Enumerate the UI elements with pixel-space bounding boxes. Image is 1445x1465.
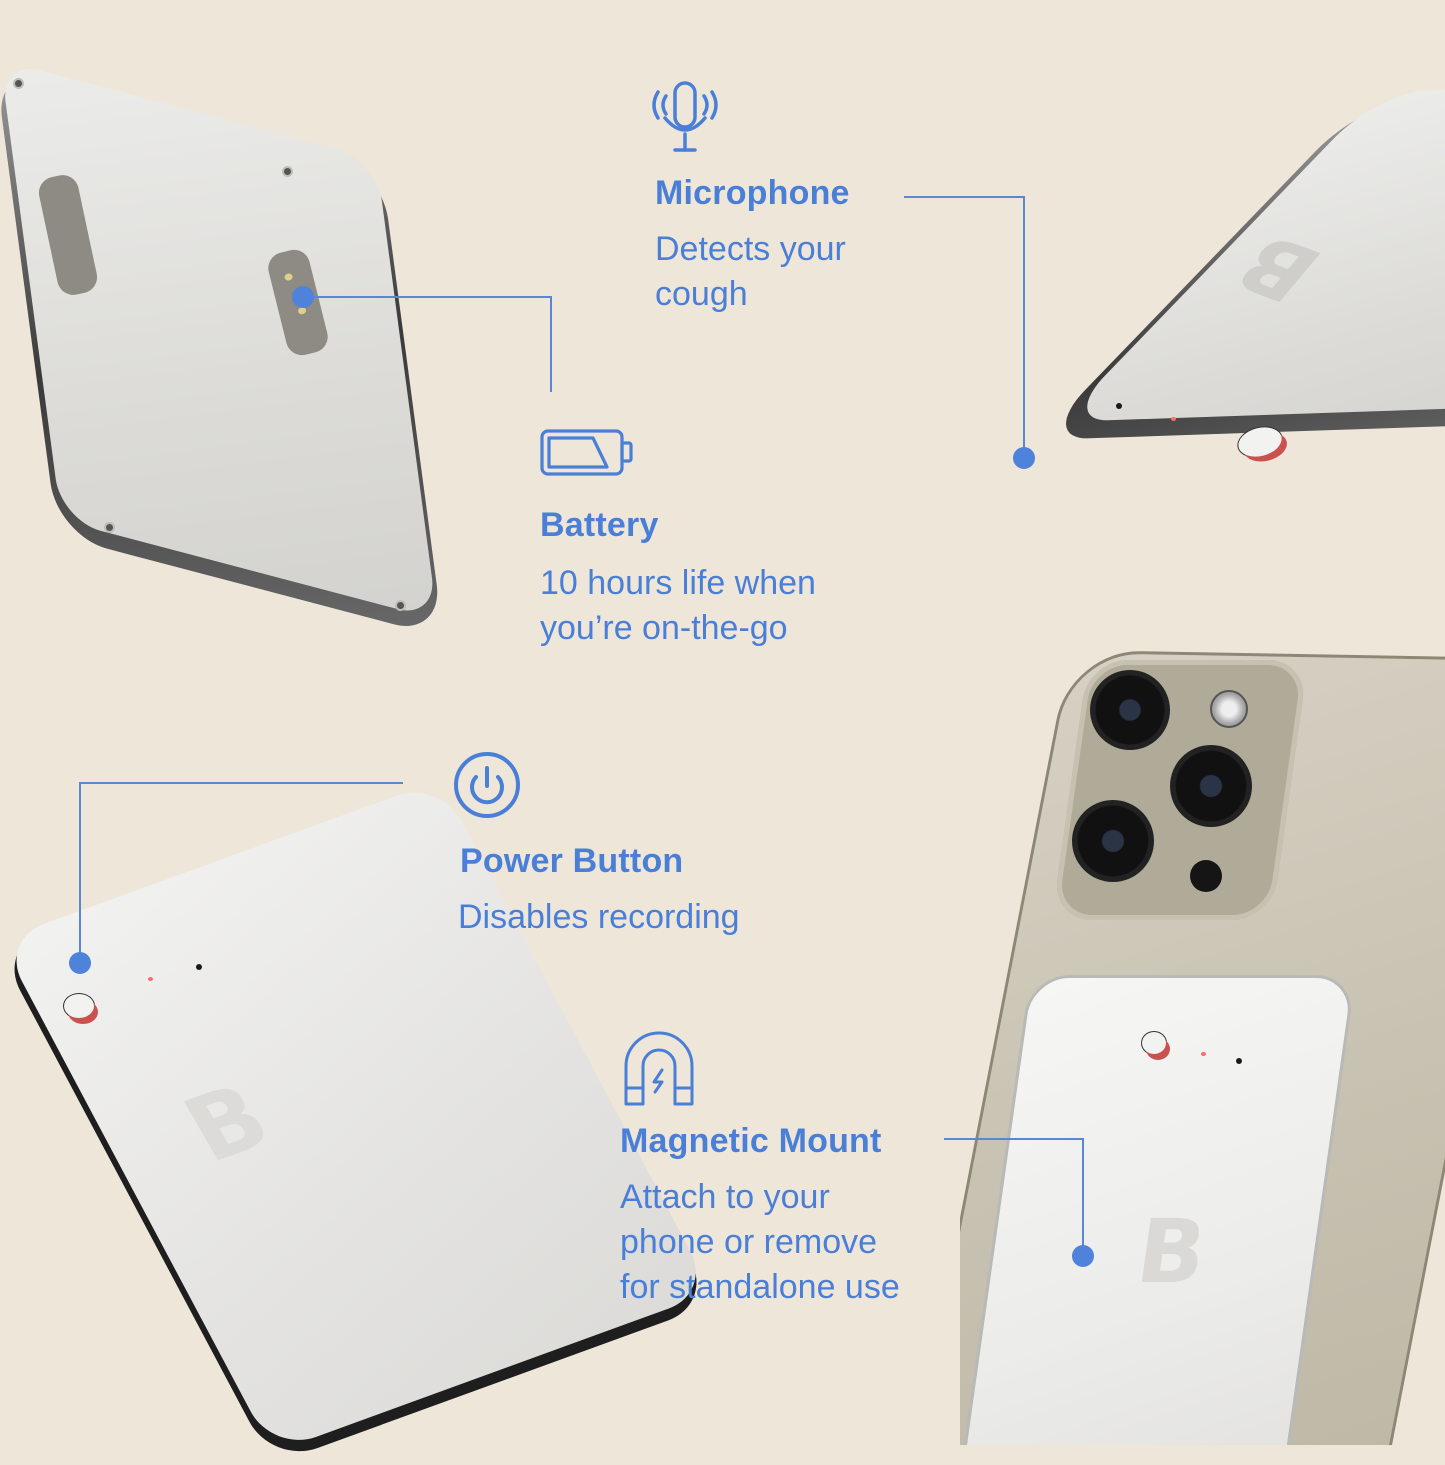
power-connector-line bbox=[79, 782, 81, 962]
microphone-hole bbox=[196, 964, 202, 970]
camera-flash bbox=[1210, 690, 1248, 728]
status-led bbox=[1171, 417, 1176, 421]
power-button-device bbox=[64, 994, 94, 1018]
feature-title: Magnetic Mount bbox=[620, 1122, 882, 1160]
feature-title: Power Button bbox=[460, 842, 684, 880]
device-front-view: B bbox=[0, 779, 714, 1465]
camera-lens bbox=[1072, 800, 1154, 882]
battery-connector-line bbox=[303, 296, 551, 298]
microphone-hole bbox=[1116, 403, 1122, 409]
microphone-icon bbox=[652, 81, 718, 152]
magnet-connector-line bbox=[944, 1138, 1083, 1140]
camera-lens bbox=[1170, 745, 1252, 827]
feature-description: Detects your cough bbox=[655, 230, 846, 313]
lidar-sensor bbox=[1190, 860, 1222, 892]
feature-description: Attach to your phone or remove for stand… bbox=[620, 1178, 900, 1306]
power-button-device bbox=[1142, 1032, 1166, 1054]
feature-title: Battery bbox=[540, 506, 659, 544]
magnet-icon bbox=[624, 1031, 694, 1106]
device-front-angled-view: B bbox=[930, 71, 1445, 550]
camera-lens bbox=[1090, 670, 1170, 750]
power-connector-line bbox=[79, 782, 403, 784]
feature-power-button: Power Button Disables recording bbox=[452, 750, 740, 940]
power-icon bbox=[454, 752, 520, 818]
device-back-view bbox=[0, 40, 444, 660]
feature-battery: Battery 10 hours life when you’re on-the… bbox=[540, 428, 816, 651]
microphone-hole bbox=[1236, 1058, 1242, 1064]
battery-icon bbox=[540, 429, 633, 476]
microphone-connector-line bbox=[1023, 196, 1025, 458]
status-led bbox=[1201, 1052, 1206, 1056]
feature-title: Microphone bbox=[655, 174, 850, 212]
battery-connector-line bbox=[550, 296, 552, 392]
status-led bbox=[148, 977, 153, 981]
feature-microphone: Microphone Detects your cough bbox=[652, 80, 850, 317]
microphone-connector-line bbox=[904, 196, 1024, 198]
power-marker-dot bbox=[69, 952, 91, 974]
battery-marker-dot bbox=[292, 286, 314, 308]
feature-magnetic-mount: Magnetic Mount Attach to your phone or r… bbox=[620, 1030, 900, 1310]
feature-description: Disables recording bbox=[458, 898, 740, 936]
phone-with-mounted-device: B bbox=[960, 640, 1445, 1445]
feature-description: 10 hours life when you’re on-the-go bbox=[540, 564, 816, 647]
magnet-marker-dot bbox=[1072, 1245, 1094, 1267]
magnet-connector-line bbox=[1082, 1138, 1084, 1256]
microphone-marker-dot bbox=[1013, 447, 1035, 469]
